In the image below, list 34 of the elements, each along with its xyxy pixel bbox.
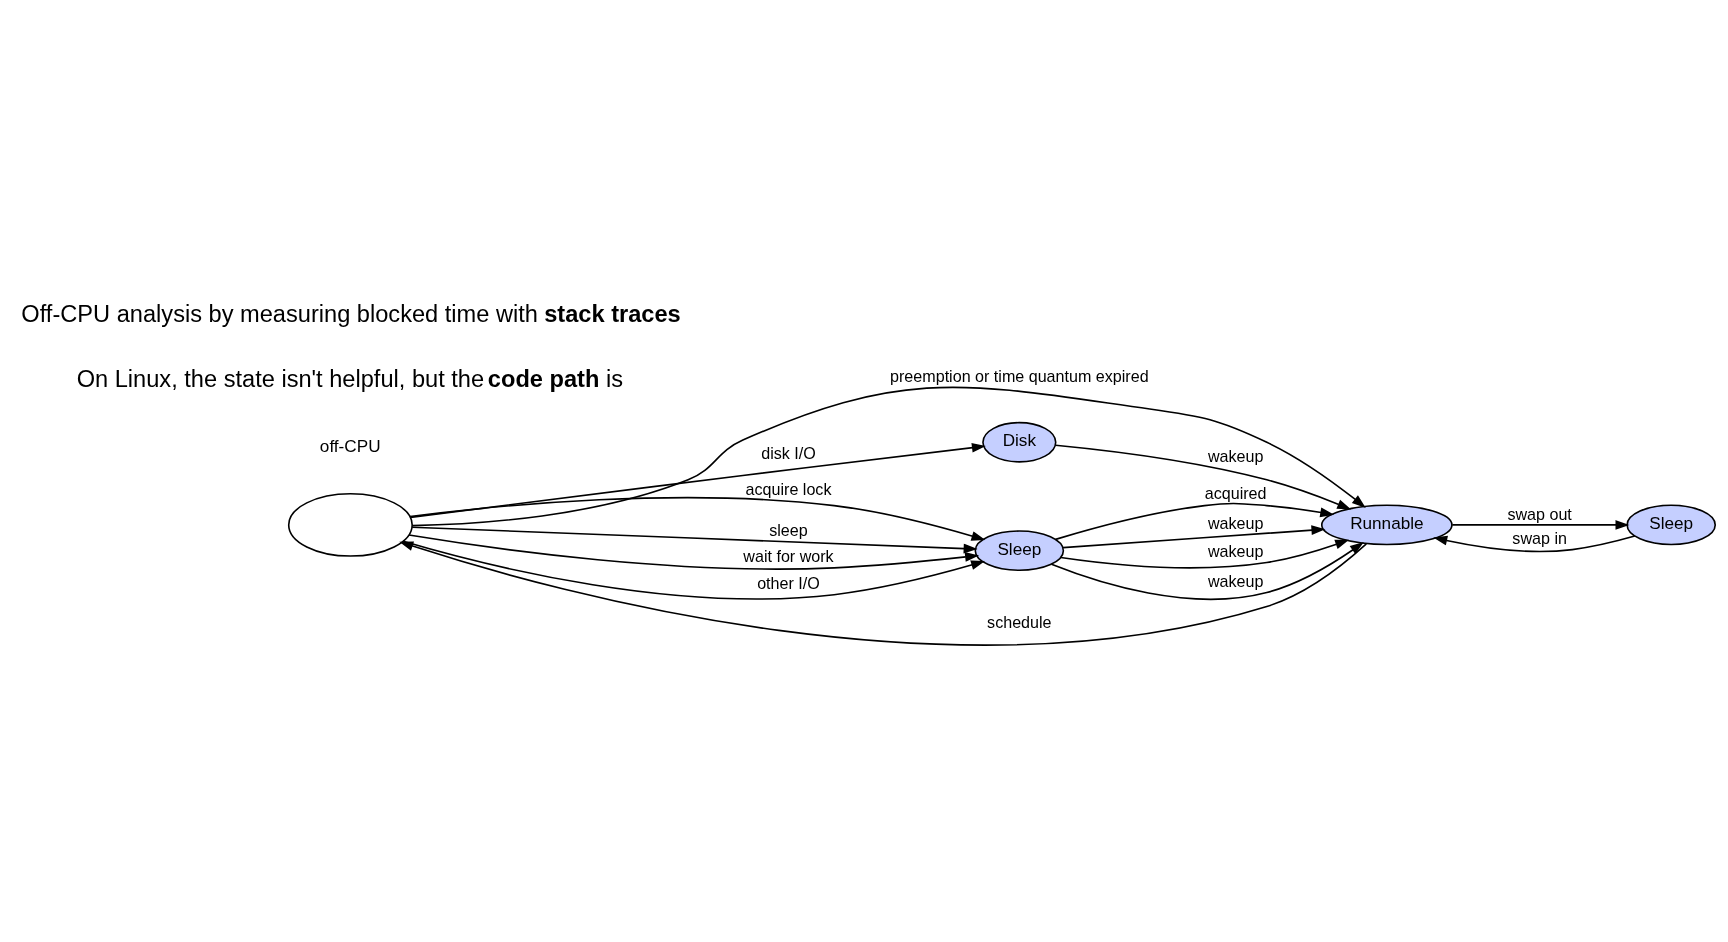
edge-label: wakeup bbox=[1207, 513, 1264, 532]
edge-label: preemption or time quantum expired bbox=[890, 366, 1149, 385]
edge-label: acquired bbox=[1204, 483, 1267, 502]
edge-label: sleep bbox=[769, 520, 808, 539]
node-ellipse: Sleep bbox=[1626, 504, 1717, 545]
arrow bbox=[399, 540, 1368, 645]
node-ellipse: Sleep bbox=[974, 529, 1065, 571]
edge-label: disk I/O bbox=[761, 443, 816, 462]
label: On Linux, the state isn't helpful, but the code path is bbox=[76, 365, 624, 392]
arrow bbox=[1059, 539, 1350, 569]
arrow bbox=[411, 386, 1366, 526]
arrow bbox=[1054, 502, 1335, 540]
arrow bbox=[1050, 541, 1364, 600]
edge-label: schedule bbox=[987, 612, 1052, 631]
edge-label: wakeup bbox=[1207, 541, 1264, 560]
arrow bbox=[409, 442, 986, 518]
edge-label: wakeup bbox=[1207, 446, 1264, 465]
arrow bbox=[408, 533, 980, 570]
label: off-CPU bbox=[319, 435, 381, 456]
edge-label: acquire lock bbox=[745, 479, 832, 498]
arrow bbox=[1062, 524, 1326, 548]
edge-label: swap out bbox=[1507, 504, 1572, 523]
label: Off-CPU analysis by measuring blocked time with stack traces bbox=[21, 300, 681, 327]
node-ellipse: Disk bbox=[982, 421, 1057, 463]
arrow bbox=[402, 540, 986, 600]
edge-label: other I/O bbox=[757, 573, 820, 592]
edge-label: wakeup bbox=[1207, 571, 1264, 590]
arrow bbox=[1054, 443, 1352, 510]
arrow bbox=[1433, 534, 1636, 552]
edge-label: wait for work bbox=[743, 546, 834, 565]
arrow bbox=[411, 525, 978, 553]
arrow bbox=[409, 496, 986, 541]
arrow bbox=[1451, 519, 1630, 530]
edge-label: swap in bbox=[1512, 528, 1567, 547]
